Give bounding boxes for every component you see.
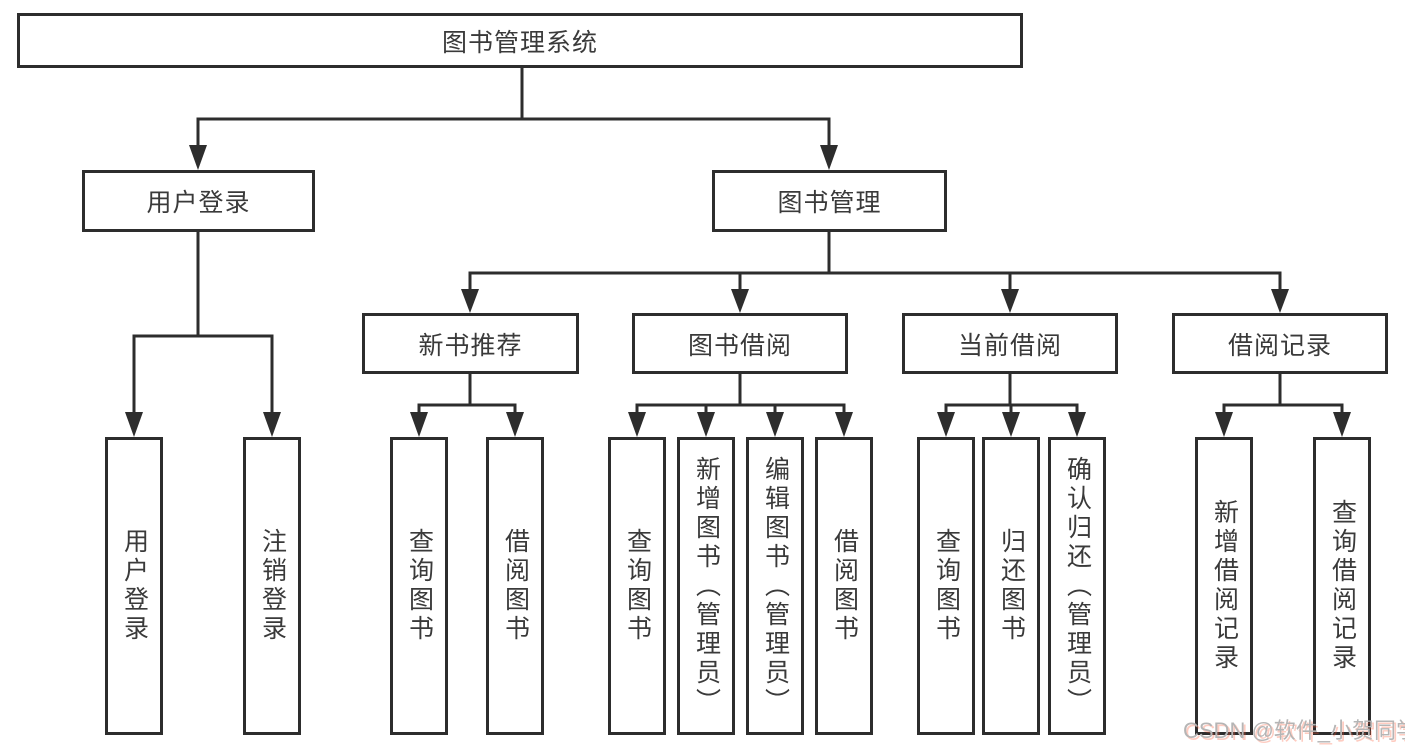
- node-new-book-recommend: 新书推荐: [362, 313, 579, 374]
- leaf-confirm-return-admin: 确认归还（管理员）: [1048, 437, 1106, 735]
- leaf-borrow-books: 借阅图书: [815, 437, 873, 735]
- arrowheads: [125, 145, 1351, 437]
- leaf-edit-books-admin: 编辑图书（管理员）: [746, 437, 804, 735]
- node-book-management: 图书管理: [712, 170, 947, 232]
- csdn-watermark: CSDN @软件_小贺同学: [1183, 718, 1405, 743]
- node-book-borrow: 图书借阅: [632, 313, 848, 374]
- leaf-return-books: 归还图书: [982, 437, 1040, 735]
- node-root-system: 图书管理系统: [17, 13, 1023, 68]
- leaf-query-borrow-record: 查询借阅记录: [1313, 437, 1371, 735]
- leaf-query-books-current: 查询图书: [917, 437, 975, 735]
- leaf-query-books-borrow: 查询图书: [608, 437, 666, 735]
- node-user-login: 用户登录: [82, 170, 315, 232]
- node-borrow-records: 借阅记录: [1172, 313, 1388, 374]
- leaf-add-books-admin: 新增图书（管理员）: [677, 437, 735, 735]
- leaf-logout: 注销登录: [243, 437, 301, 735]
- leaf-user-login: 用户登录: [105, 437, 163, 735]
- leaf-query-books-recommend: 查询图书: [390, 437, 448, 735]
- leaf-borrow-books-recommend: 借阅图书: [486, 437, 544, 735]
- node-current-borrow: 当前借阅: [902, 313, 1118, 374]
- leaf-add-borrow-record: 新增借阅记录: [1195, 437, 1253, 735]
